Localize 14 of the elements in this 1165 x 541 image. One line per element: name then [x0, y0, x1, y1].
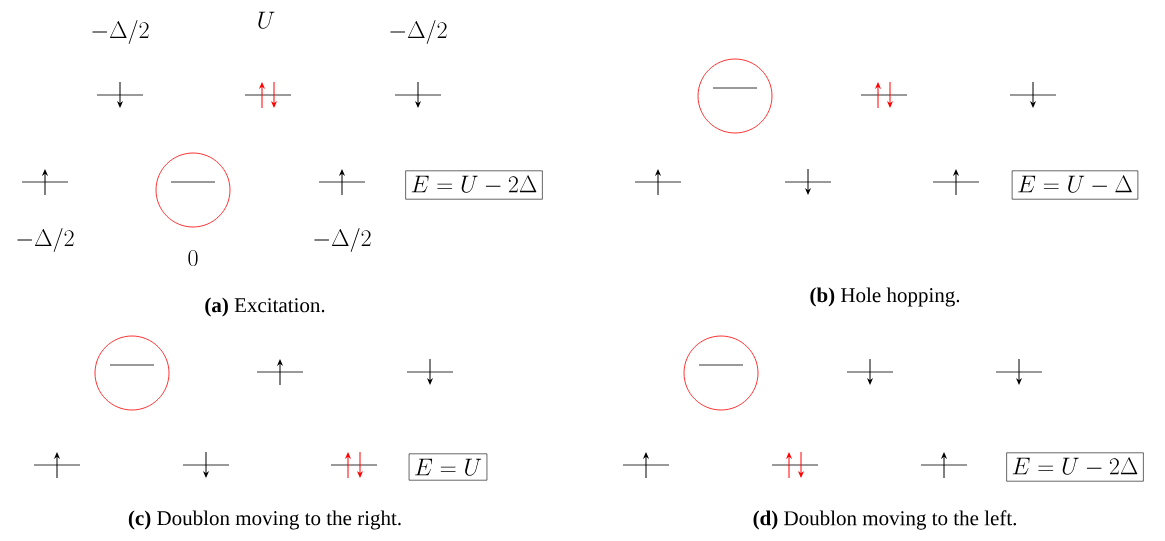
energy-box: $E = U$	[408, 453, 488, 481]
caption: (d) Doublon moving to the left.	[753, 510, 1017, 530]
caption: (c) Doublon moving to the right.	[128, 510, 401, 530]
energy-label: $-\Delta/2$	[92, 20, 149, 44]
energy-label: $U$	[258, 11, 275, 29]
energy-label: $0$	[188, 249, 198, 267]
caption: (a) Excitation.	[205, 297, 325, 317]
energy-label: $-\Delta/2$	[17, 228, 74, 252]
energy-label: $-\Delta/2$	[314, 228, 371, 252]
caption: (b) Hole hopping.	[810, 287, 960, 307]
energy-box: $E = U - 2\Delta$	[405, 170, 543, 200]
energy-label: $-\Delta/2$	[390, 20, 447, 44]
energy-box: $E = U - 2\Delta$	[1006, 452, 1144, 482]
energy-box: $E = U - \Delta$	[1011, 170, 1139, 200]
